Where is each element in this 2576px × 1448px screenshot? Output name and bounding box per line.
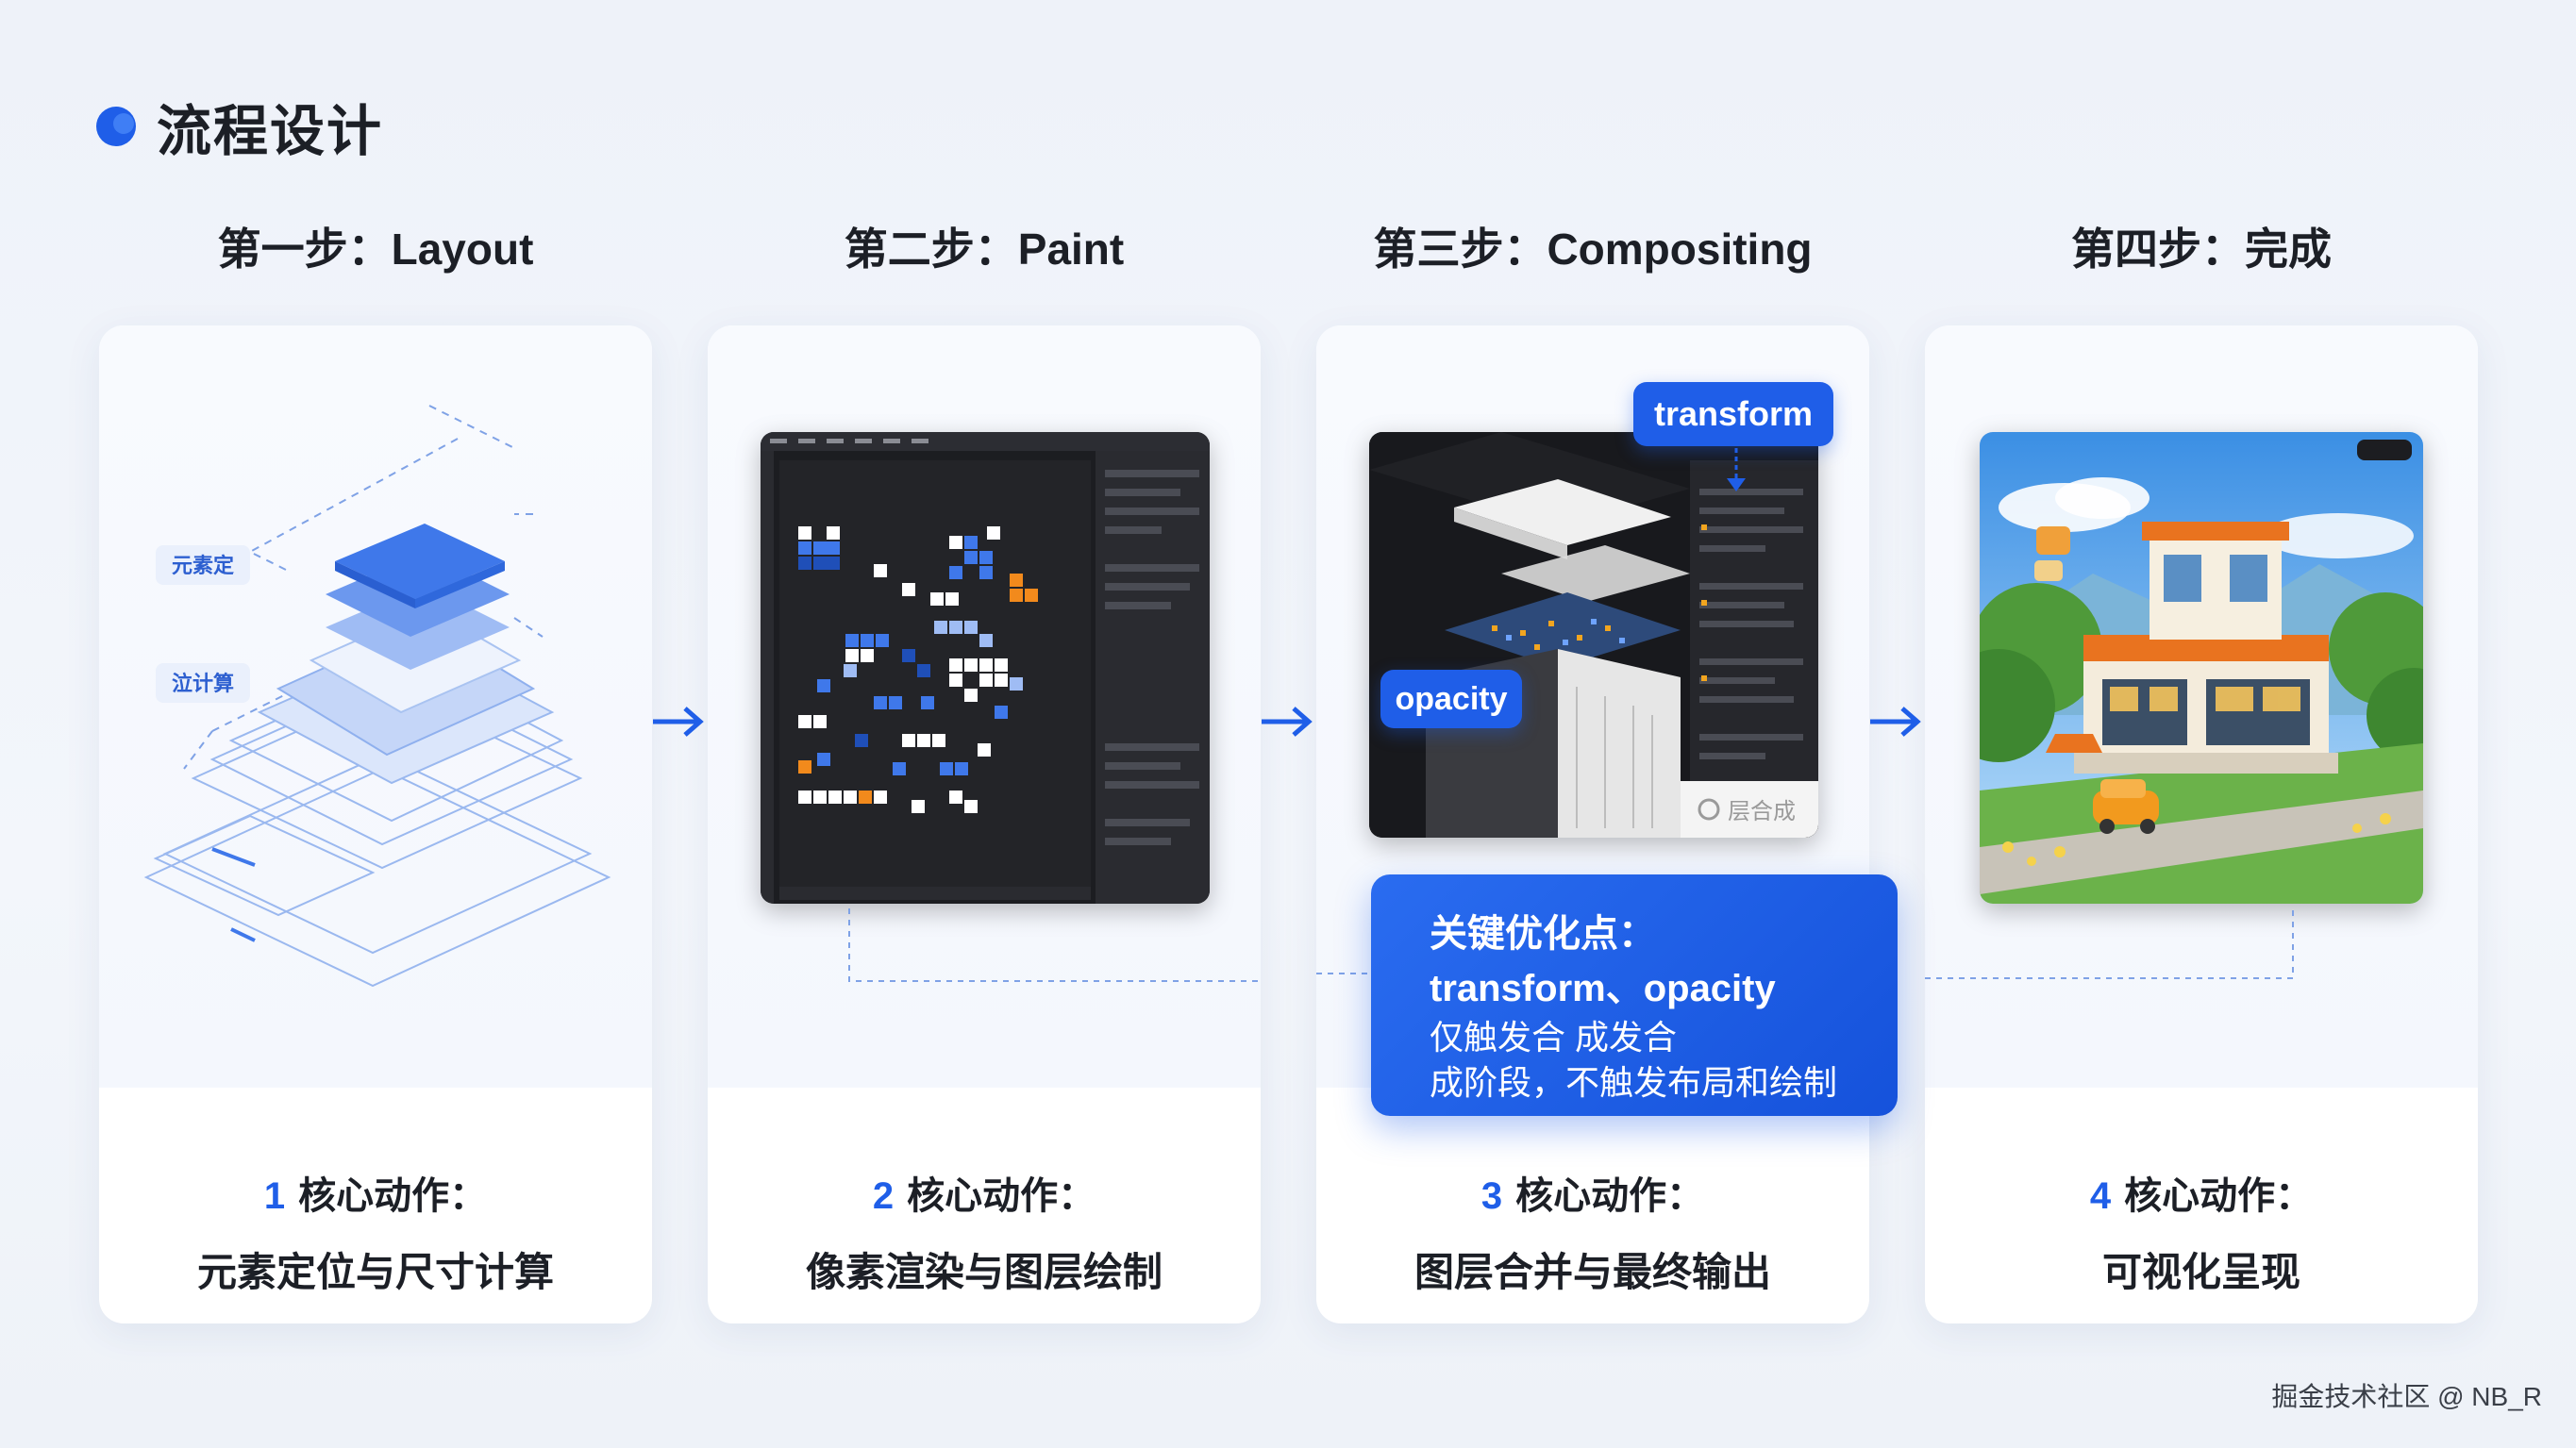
optimization-callout: 关键优化点： transform、opacity 仅触发合 成发合 成阶段，不触… (1371, 874, 1898, 1116)
paint-editor-screenshot (761, 432, 1210, 904)
callout-subtitle: transform、opacity (1430, 968, 1776, 1009)
transform-tag: transform (1633, 382, 1833, 446)
step-2-description: 像素渲染与图层绘制 (805, 1250, 1163, 1294)
step-1-number: 1 (263, 1175, 286, 1217)
step-4-description: 可视化呈现 (2101, 1250, 2300, 1294)
step-2-number: 2 (872, 1175, 895, 1217)
step-1-description: 元素定位与尺寸计算 (196, 1250, 554, 1294)
step-1-label: 第一步：Layout (217, 225, 534, 274)
step-3-number: 3 (1480, 1175, 1503, 1217)
step-3-label: 第三步：Compositing (1373, 225, 1813, 274)
callout-title: 关键优化点： (1430, 913, 1656, 955)
compositing-layers-illustration: 层合成 (1369, 432, 1818, 838)
compositing-editor-screenshot: 层合成 (1369, 432, 1818, 838)
step-2-label: 第二步：Paint (844, 225, 1125, 274)
step-4-number: 4 (2089, 1175, 2112, 1217)
callout-line-2: 成阶段，不触发布局和绘制 (1430, 1063, 1838, 1102)
watermark: 掘金技术社区 @ NB_R (2271, 1382, 2542, 1411)
step-4-label: 第四步：完成 (2071, 225, 2332, 274)
layer-composite-label: 层合成 (1728, 799, 1796, 824)
paint-connector-line (848, 908, 1261, 982)
done-connector-line (1925, 908, 2294, 979)
opacity-tag: opacity (1380, 670, 1522, 728)
bullet-dot-icon (96, 107, 136, 146)
page-title-text: 流程设计 (157, 101, 384, 162)
arrow-right-icon (653, 707, 704, 737)
house-scene-illustration (1980, 432, 2423, 904)
card-illustration-area: 元素定 泣计算 (99, 325, 652, 1088)
callout-line-1: 仅触发合 成发合 (1430, 1018, 1678, 1057)
arrow-right-icon (1870, 707, 1921, 737)
layout-tag-2: 泣计算 (172, 672, 234, 695)
transform-down-arrow-icon (1727, 448, 1746, 491)
card-illustration-area (1925, 325, 2478, 1088)
pixel-paint-illustration (761, 432, 1210, 904)
arrow-right-icon (1262, 707, 1313, 737)
card-illustration-area (708, 325, 1261, 1088)
step-3-description: 图层合并与最终输出 (1413, 1250, 1771, 1294)
page-title: 流程设计 (94, 87, 383, 166)
layout-layers-illustration: 元素定 泣计算 (143, 405, 611, 988)
finished-house-image (1980, 432, 2423, 904)
layout-tag-1: 元素定 (172, 554, 234, 577)
